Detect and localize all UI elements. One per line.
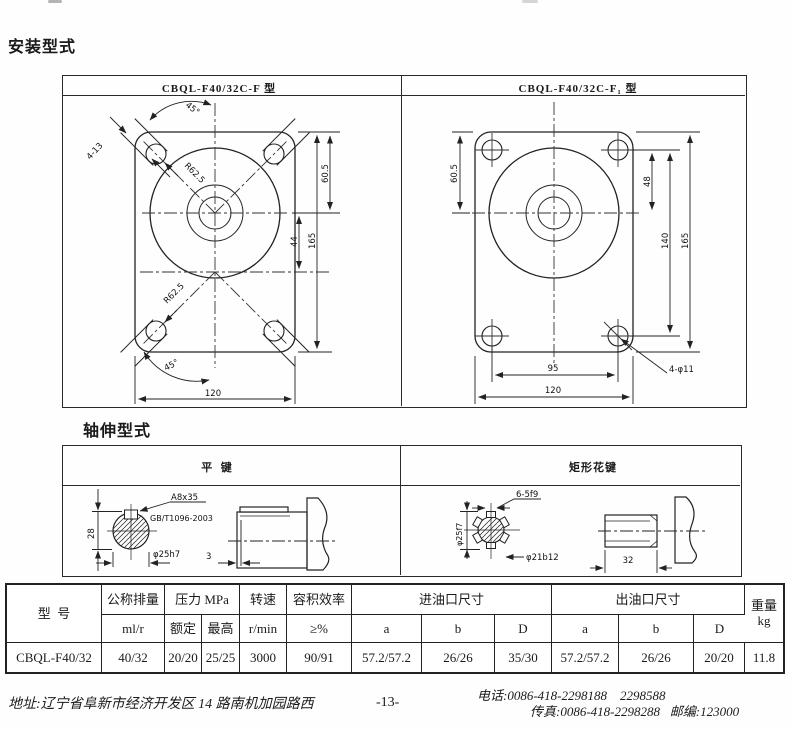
dim-165-left: 165: [308, 233, 318, 249]
th-efficiency: 容积效率: [287, 585, 352, 615]
dim-3: 3: [206, 552, 211, 562]
dim-r-bottom: R62.5: [162, 281, 187, 306]
td-weight: 11.8: [752, 649, 776, 665]
mounting-right-title: CBQL-F40/32C-F₁ 型: [518, 83, 638, 95]
drawing-flatkey-side: [218, 497, 336, 571]
drawing-flatkey-dims: [92, 489, 206, 571]
dim-95: 95: [548, 364, 559, 374]
dim-48: 48: [643, 176, 653, 187]
mounting-box: [62, 75, 747, 408]
td-max: 25/25: [202, 643, 240, 672]
th-in-d: D: [495, 615, 552, 643]
drawing-spline-labels: φ25f7 6-5f9 φ21b12 32: [455, 490, 633, 566]
td-out-a: 57.2/57.2: [552, 643, 619, 672]
td-in-b: 26/26: [422, 643, 495, 672]
td-in-a: 57.2/57.2: [352, 643, 422, 672]
dim-slot: 4-13: [85, 141, 105, 162]
th-in-b: b: [422, 615, 495, 643]
th-inlet: 进油口尺寸: [352, 585, 552, 615]
th-rmin: r/min: [240, 615, 287, 643]
dim-60-left: 60.5: [321, 164, 331, 183]
drawing-flange-F1-labels: 60.5 48 140 165 95 120 4-φ11: [450, 164, 694, 396]
dim-120-right: 120: [545, 386, 561, 396]
drawing-spline-side: [590, 496, 705, 573]
dim-60-right: 60.5: [450, 164, 460, 183]
th-max: 最高: [202, 615, 240, 643]
dim-r-top: R62.5: [182, 161, 207, 186]
section-title-shaft: 轴伸型式: [83, 423, 152, 440]
th-outlet: 出油口尺寸: [552, 585, 745, 615]
dim-holes: 4-φ11: [669, 365, 694, 375]
drawing-spline-section: [464, 503, 520, 559]
drawing-flange-F-dimensions: [109, 99, 340, 404]
scan-artifact-left: [48, 0, 62, 3]
td-out-d: 20/20: [694, 643, 745, 672]
th-weight-label: 重量: [750, 598, 777, 614]
td-eff: 90/91: [287, 643, 352, 672]
td-rated: 20/20: [165, 643, 202, 672]
mounting-left-title: CBQL-F40/32C-F 型: [161, 83, 277, 95]
td-speed: 3000: [240, 643, 287, 672]
th-out-d: D: [694, 615, 745, 643]
dim-120-left: 120: [205, 389, 221, 399]
dim-dia-25f7: φ25f7: [455, 523, 464, 546]
dim-dia-25h7: φ25h7: [153, 550, 180, 560]
mounting-vertical-divider: [401, 75, 402, 406]
th-in-a: a: [352, 615, 422, 643]
shaft-vertical-divider: [400, 445, 401, 575]
shaft-header-divider: [62, 485, 740, 486]
dim-165-right: 165: [681, 233, 691, 249]
dim-spline-spec: 6-5f9: [516, 490, 538, 500]
drawing-flatkey-section: [107, 504, 157, 560]
drawing-flange-F1-dimensions: [452, 131, 700, 404]
dim-dia-21b12: φ21b12: [526, 553, 559, 563]
footer-page-number: -13-: [376, 695, 400, 710]
shaft-left-title: 平 键: [201, 462, 233, 474]
td-model: CBQL-F40/32: [7, 643, 102, 672]
th-model: 型 号: [7, 585, 102, 643]
drawing-flange-F-centerlines: [140, 103, 332, 368]
th-pct: ≥%: [287, 615, 352, 643]
drawing-flange-F-labels: 45° 4-13 R62.5 R62.5 45° 60.5 44 165 120: [85, 100, 331, 399]
dim-32: 32: [623, 556, 634, 566]
mounting-header-divider: [62, 95, 745, 96]
drawing-flatkey-labels: 28 A8x35 GB/T1096-2003 φ25h7 3: [87, 493, 213, 562]
drawing-spline-dims: [460, 498, 541, 561]
th-weight-unit: kg: [757, 613, 771, 628]
key-standard: GB/T1096-2003: [150, 514, 213, 523]
th-weight: 重量 kg: [745, 585, 783, 643]
td-ml: 40/32: [102, 643, 165, 672]
td-in-d: 35/30: [495, 643, 552, 672]
td-out-b: 26/26: [619, 643, 694, 672]
footer-fax: 传真:0086-418-2298288 邮编:123000: [530, 704, 740, 719]
spec-table: 型 号 公称排量 压力 MPa 转速 容积效率 进油口尺寸 出油口尺寸 重量 k…: [5, 583, 785, 674]
th-speed: 转速: [240, 585, 287, 615]
dim-28: 28: [87, 528, 97, 539]
section-title-install: 安装型式: [8, 39, 77, 56]
dim-140: 140: [661, 233, 671, 249]
shaft-right-title: 矩形花键: [569, 462, 617, 474]
dim-44: 44: [290, 236, 300, 247]
shaft-box: [62, 445, 742, 577]
dim-angle-top: 45°: [183, 100, 201, 117]
th-displacement: 公称排量: [102, 585, 165, 615]
th-pressure: 压力 MPa: [165, 585, 240, 615]
footer-address: 地址:辽宁省阜新市经济开发区 14 路南机加园路西: [8, 697, 314, 712]
footer-phone: 电话:0086-418-2298188 2298588: [477, 688, 666, 703]
th-out-b: b: [619, 615, 694, 643]
scan-artifact-right: [522, 0, 538, 3]
key-spec: A8x35: [171, 493, 198, 503]
th-out-a: a: [552, 615, 619, 643]
th-rated: 额定: [165, 615, 202, 643]
th-ml: ml/r: [102, 615, 165, 643]
dim-angle-bottom: 45°: [163, 358, 181, 374]
